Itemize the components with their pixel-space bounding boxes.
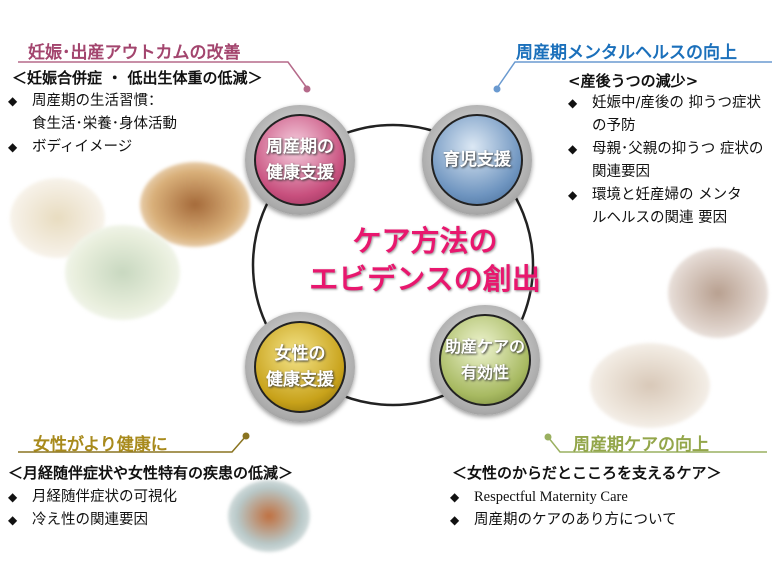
node-women-health: 女性の健康支援 xyxy=(245,312,355,422)
bullet-list: Respectful Maternity Care 周産期のケアのあり方について xyxy=(448,486,677,532)
list-item: ボディイメージ xyxy=(6,136,177,159)
section-title-perinatal-care: 周産期ケアの向上 xyxy=(573,435,709,455)
list-item: 妊娠中/産後の 抑うつ症状の予防 xyxy=(566,92,766,138)
list-item: 環境と妊産婦の メンタルヘルスの関連 要因 xyxy=(566,184,756,230)
list-item: 周産期の生活習慣： 食生活･栄養･身体活動 xyxy=(6,90,177,136)
mother-headache-photo xyxy=(668,248,768,338)
food-photo xyxy=(140,162,250,247)
section-title-outcomes: 妊娠･出産アウトカムの改善 xyxy=(28,43,241,63)
node-label: 女性の xyxy=(274,344,326,364)
mother-baby-photo xyxy=(590,343,710,428)
section-subtitle: ＜女性のからだとこころを支えるケア＞ xyxy=(452,464,722,482)
woman-portrait-photo xyxy=(228,480,310,552)
list-item: 周産期のケアのあり方について xyxy=(448,509,677,532)
node-label: 有効性 xyxy=(460,363,509,382)
node-midwifery: 助産ケアの有効性 xyxy=(430,305,540,415)
section-subtitle: <産後うつの減少> xyxy=(568,72,699,90)
section-subtitle: ＜月経随伴症状や女性特有の疾患の低減＞ xyxy=(8,464,294,482)
node-label: 育児支援 xyxy=(443,150,511,170)
node-label: 健康支援 xyxy=(266,370,334,390)
node-childcare: 育児支援 xyxy=(422,105,532,215)
node-label: 周産期の xyxy=(266,137,334,157)
node-perinatal-health: 周産期の健康支援 xyxy=(245,105,355,215)
bullet-list: 月経随伴症状の可視化 冷え性の関連要因 xyxy=(6,486,177,532)
center-line-2: エビデンスの創出 xyxy=(309,262,541,296)
section-title-mental-health: 周産期メンタルヘルスの向上 xyxy=(516,43,737,63)
list-item: Respectful Maternity Care xyxy=(448,486,677,509)
walking-women-photo xyxy=(65,225,180,320)
center-title: ケア方法の エビデンスの創出 xyxy=(300,222,550,298)
section-title-women-health: 女性がより健康に xyxy=(33,435,168,455)
node-label: 健康支援 xyxy=(266,163,334,183)
section-subtitle: ＜妊娠合併症 ・ 低出生体重の低減＞ xyxy=(12,69,263,87)
bullet-list: 妊娠中/産後の 抑うつ症状の予防 母親･父親の抑うつ 症状の関連要因 環境と妊産… xyxy=(566,92,766,230)
bullet-list: 周産期の生活習慣： 食生活･栄養･身体活動 ボディイメージ xyxy=(6,90,177,159)
bullet-text: 食生活･栄養･身体活動 xyxy=(32,116,177,132)
list-item: 月経随伴症状の可視化 xyxy=(6,486,177,509)
list-item: 冷え性の関連要因 xyxy=(6,509,177,532)
bullet-text: 周産期の生活習慣： xyxy=(32,93,163,109)
node-label: 助産ケアの xyxy=(444,337,525,356)
center-line-1: ケア方法の xyxy=(352,224,498,258)
list-item: 母親･父親の抑うつ 症状の関連要因 xyxy=(566,138,766,184)
